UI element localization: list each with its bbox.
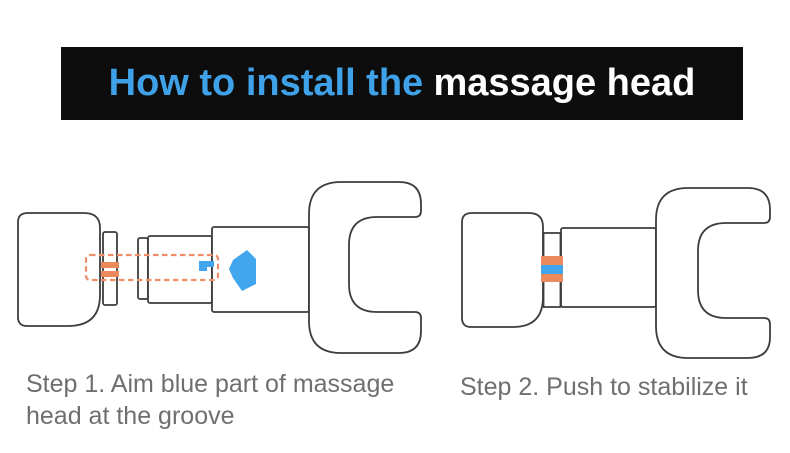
groove-stripe-top [101, 262, 119, 268]
fork-massage-head [308, 181, 422, 354]
blue-groove-tab-icon [199, 261, 214, 271]
step1-diagram [17, 181, 422, 354]
push-arrow-icon [229, 250, 256, 291]
step2-diagram [461, 187, 771, 359]
head-cylinder [560, 227, 657, 308]
step1-caption: Step 1. Aim blue part of massage head at… [26, 370, 395, 430]
groove-stripe-bottom [101, 271, 119, 277]
title-rest: massage head [433, 62, 696, 104]
title-highlight: How to install the [108, 62, 424, 104]
shaft-cap [137, 237, 149, 300]
device-body [17, 212, 101, 327]
head-adapter-block [211, 226, 310, 313]
device-body [461, 212, 544, 328]
collar-ring [102, 231, 118, 306]
groove-stripe-bottom [541, 274, 563, 282]
fork-massage-head [655, 187, 771, 359]
step2-caption: Step 2. Push to stabilize it [460, 373, 748, 401]
groove-stripe-top [541, 256, 563, 265]
seated-blue-tab-icon [541, 265, 563, 274]
alignment-dashed-box-icon [84, 253, 220, 282]
